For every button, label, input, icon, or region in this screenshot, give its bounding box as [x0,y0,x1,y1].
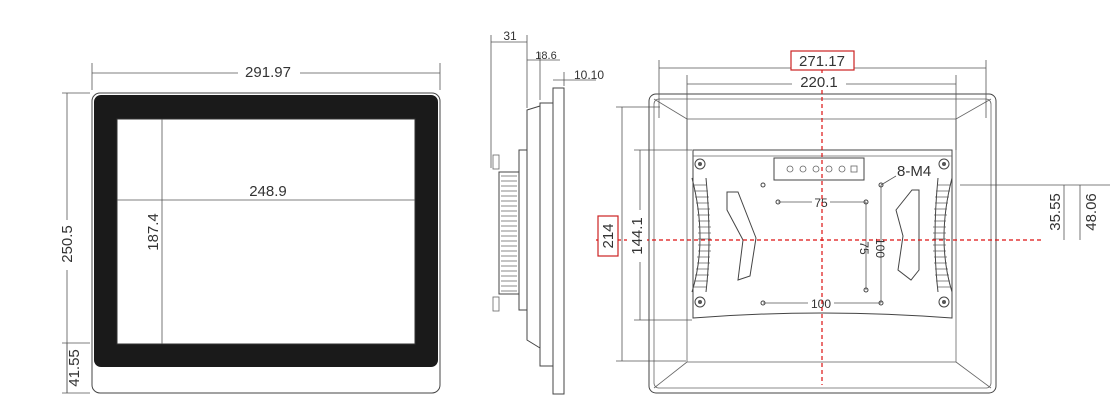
rear-screw-tl [694,158,706,170]
dim-cutout-width: 271.17 [799,53,845,70]
front-view: 291.97 250.5 41.55 248.9 187.4 [57,62,441,394]
dim-overall-width: 291.97 [245,64,291,81]
rear-screw-bl [694,296,706,308]
front-screen [116,118,416,345]
dim-front-thickness: 10.10 [574,68,604,82]
rear-screw-br [938,296,950,308]
dim-inner-width: 220.1 [800,74,838,91]
rear-vent-left [691,177,711,293]
dim-depth-total: 31 [503,29,517,43]
side-heatsink [498,171,520,295]
dim-offset-small: 35.55 [1047,193,1064,231]
side-front-plate [552,87,565,395]
dim-active-height: 187.4 [145,213,162,251]
label-vesa-screws: 8-M4 [897,163,931,180]
dim-inner-height: 144.1 [629,217,646,255]
dim-cutout-height: 214 [600,223,617,248]
dim-depth-mid: 18.6 [535,50,556,62]
rear-io-panel [773,157,865,181]
highlight-cutout-width [790,50,855,71]
highlight-cutout-height [597,215,619,257]
dim-vesa75-v: 75 [857,241,871,255]
dim-offset-large: 48.06 [1083,193,1100,231]
dim-bottom-bezel: 41.55 [66,349,83,387]
rear-back-cover [692,149,953,319]
rear-vent-right [933,177,953,293]
rear-view: 75 75 100 100 8-M4 271.17 220.1 [596,50,1110,394]
dim-active-width: 248.9 [249,183,287,200]
front-outer-frame [91,92,441,394]
rear-handle-left [726,191,757,281]
dim-vesa100-v: 100 [873,238,887,258]
rear-screw-tr [938,158,950,170]
rear-handle-right [895,189,920,281]
dim-vesa75-h: 75 [814,196,828,210]
dim-vesa100-h: 100 [811,297,831,311]
dim-overall-height: 250.5 [59,225,76,263]
side-view: 31 18.6 10.10 [490,29,604,395]
